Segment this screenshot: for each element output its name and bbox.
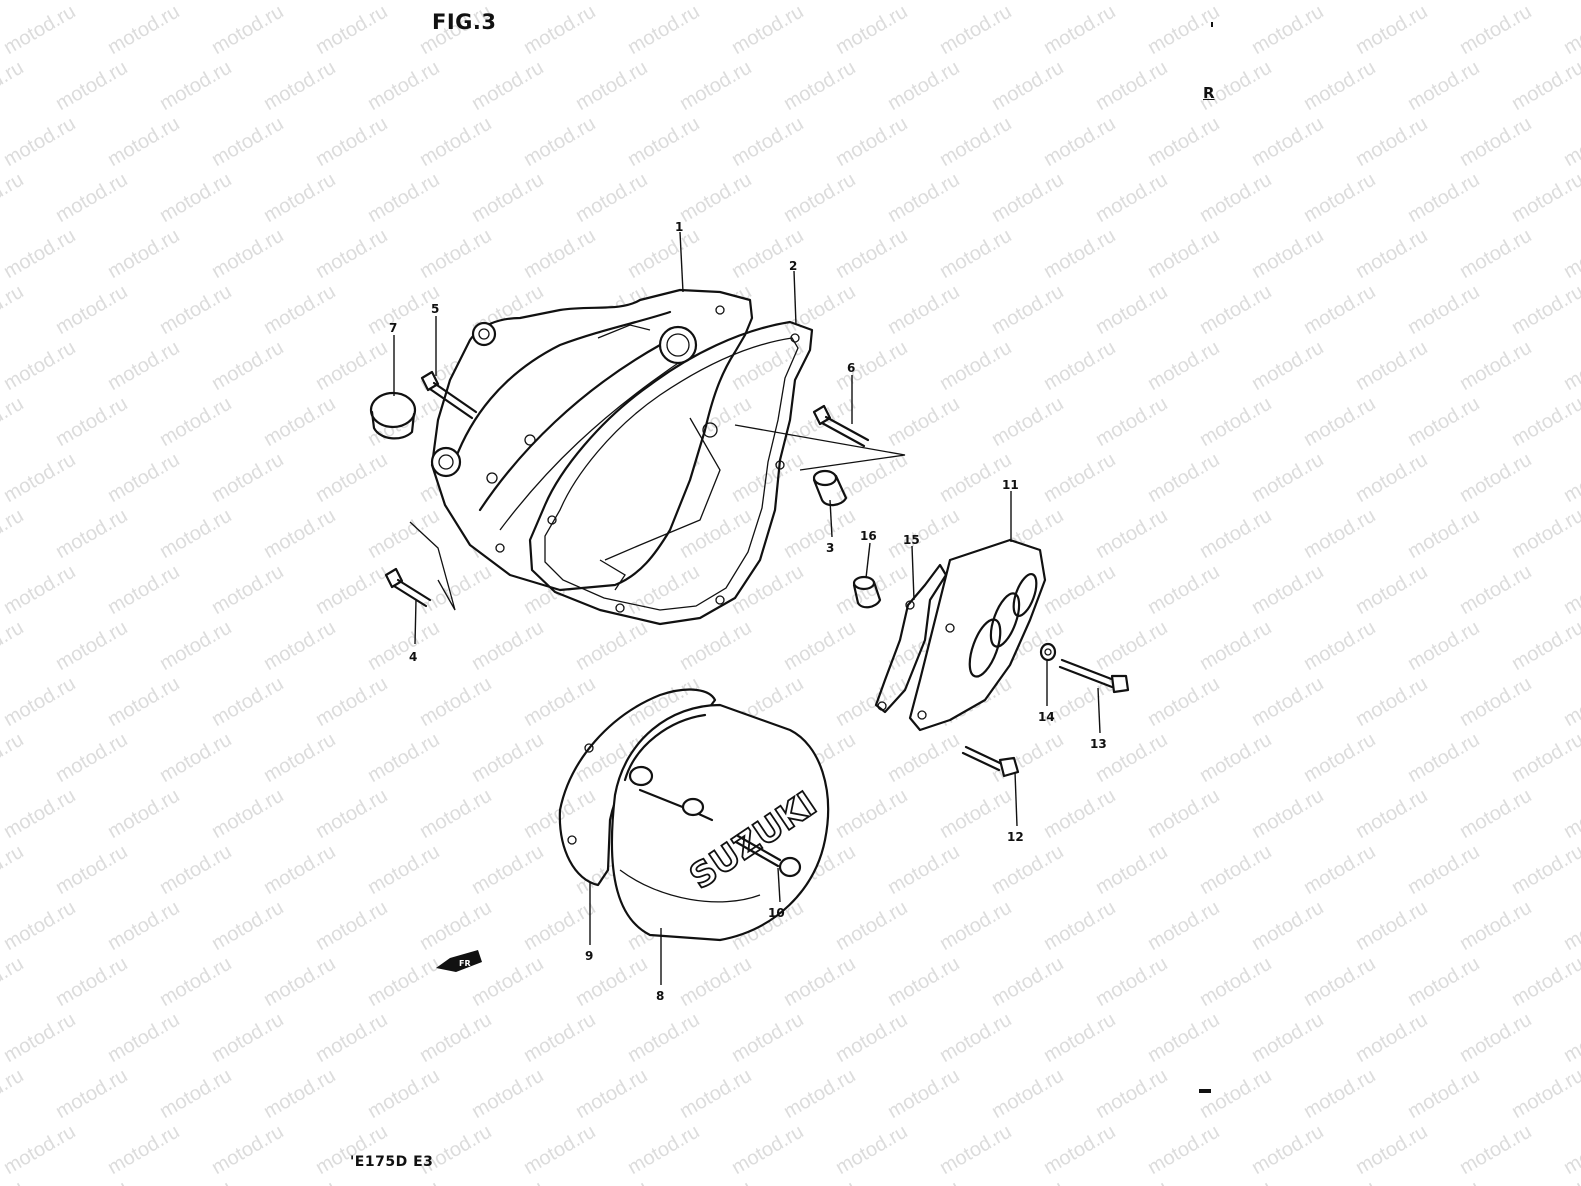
callout-5: 5 — [431, 302, 439, 316]
part-10-screw — [734, 834, 802, 878]
callout-leaders — [393, 231, 1101, 985]
part-6-bolt — [734, 404, 906, 471]
callout-4: 4 — [409, 650, 417, 664]
part-8-generator-cover: SUZUKI — [610, 703, 830, 942]
callout-15: 15 — [903, 533, 920, 547]
callout-3: 3 — [826, 541, 834, 555]
part-13-bolt — [1058, 658, 1130, 694]
callout-1: 1 — [675, 220, 683, 234]
part-7-filler-cap — [369, 391, 417, 440]
part-11-sprocket-cover — [908, 538, 1047, 732]
part-14-washer — [1039, 642, 1057, 662]
callout-11: 11 — [1002, 478, 1019, 492]
callout-7: 7 — [389, 321, 397, 335]
callout-13: 13 — [1090, 737, 1107, 751]
part-12-bolt — [961, 745, 1020, 778]
corner-mark-r: R — [1203, 84, 1215, 102]
part-16-dowel — [852, 575, 882, 609]
callout-12: 12 — [1007, 830, 1024, 844]
model-code: 'E175D E3 — [350, 1154, 434, 1170]
part-3-dowel-pin — [812, 469, 848, 507]
part-15-gasket — [874, 563, 948, 714]
part-1-crankcase-cover — [430, 288, 754, 592]
svg-text:FR: FR — [459, 959, 471, 968]
callout-9: 9 — [585, 949, 593, 963]
callout-labels: 1 2 3 4 5 6 7 8 9 10 11 12 13 14 15 16 — [389, 220, 1107, 1003]
part-5-bolt — [420, 370, 478, 420]
callout-10: 10 — [768, 906, 785, 920]
callout-8: 8 — [656, 989, 664, 1003]
callout-16: 16 — [860, 529, 877, 543]
figure-title: FIG.3 — [432, 10, 497, 34]
front-arrow-icon: FR — [436, 950, 482, 972]
callout-14: 14 — [1038, 710, 1055, 724]
part-2-gasket — [528, 320, 814, 626]
corner-dash-mark — [1199, 1089, 1211, 1093]
part-4-bolt — [384, 521, 456, 611]
callout-2: 2 — [789, 259, 797, 273]
corner-dot-mark — [1211, 22, 1213, 27]
callout-6: 6 — [847, 361, 855, 375]
